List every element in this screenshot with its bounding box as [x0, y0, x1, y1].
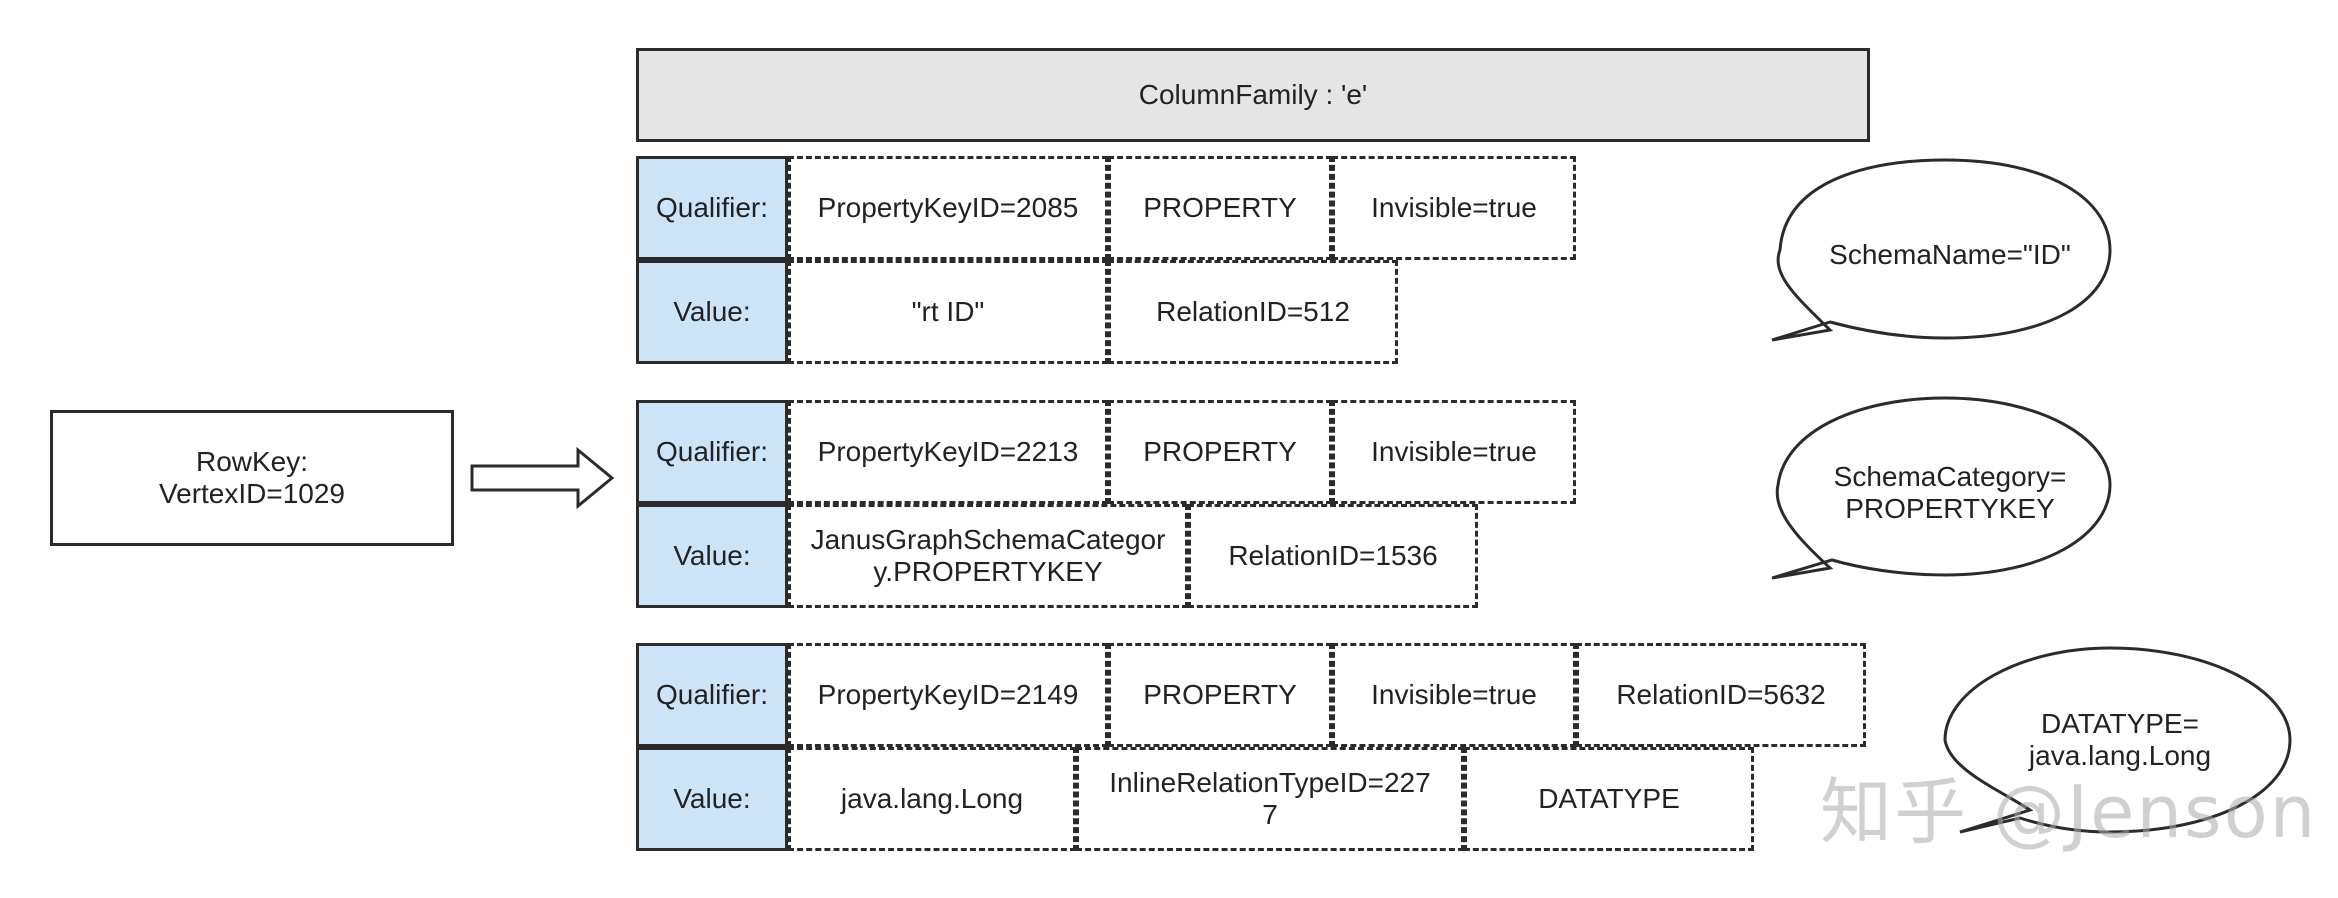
watermark: 知乎 @Jenson [1820, 770, 2318, 854]
qualifier-cell-3-1: PropertyKeyID=2149 [788, 643, 1108, 747]
value-label-1-text: Value: [673, 296, 751, 327]
qualifier-cell-2-3-text: Invisible=true [1371, 436, 1537, 467]
qualifier-cell-1-3-text: Invisible=true [1371, 192, 1537, 223]
value-cell-1-1: "rt ID" [788, 260, 1108, 364]
value-cell-2-1-text: JanusGraphSchemaCategor y.PROPERTYKEY [810, 524, 1166, 587]
qualifier-cell-2-1-text: PropertyKeyID=2213 [817, 436, 1079, 467]
value-cell-3-3: DATATYPE [1464, 747, 1754, 851]
qualifier-cell-3-2-text: PROPERTY [1143, 679, 1297, 710]
value-label-1: Value: [636, 260, 788, 364]
qualifier-label-3-text: Qualifier: [655, 679, 769, 710]
qualifier-cell-2-3: Invisible=true [1332, 400, 1576, 504]
qualifier-label-2-text: Qualifier: [655, 436, 769, 467]
qualifier-cell-3-1-text: PropertyKeyID=2149 [817, 679, 1079, 710]
qualifier-cell-3-3-text: Invisible=true [1371, 679, 1537, 710]
qualifier-label-3: Qualifier: [636, 643, 788, 747]
qualifier-cell-3-3: Invisible=true [1332, 643, 1576, 747]
value-cell-2-1: JanusGraphSchemaCategor y.PROPERTYKEY [788, 504, 1188, 608]
value-label-2-text: Value: [673, 540, 751, 571]
speech-bubble-2 [1771, 396, 2112, 580]
speech-bubble-1 [1771, 158, 2112, 342]
value-cell-3-2-text: InlineRelationTypeID=227 7 [1109, 767, 1431, 830]
qualifier-cell-1-2-text: PROPERTY [1143, 192, 1297, 223]
value-cell-2-2: RelationID=1536 [1188, 504, 1478, 608]
value-label-3-text: Value: [673, 783, 751, 814]
value-cell-3-3-text: DATATYPE [1538, 783, 1680, 814]
value-cell-2-2-text: RelationID=1536 [1228, 540, 1438, 571]
qualifier-cell-1-3: Invisible=true [1332, 156, 1576, 260]
qualifier-cell-3-4: RelationID=5632 [1576, 643, 1866, 747]
rowkey-box: RowKey: VertexID=1029 [50, 410, 454, 546]
value-label-3: Value: [636, 747, 788, 851]
qualifier-cell-2-2-text: PROPERTY [1143, 436, 1297, 467]
rowkey-label: RowKey: [195, 446, 309, 477]
bubble-text-3: DATATYPE= java.lang.Long [2028, 708, 2212, 771]
speech-bubble-3 [1943, 646, 2292, 834]
value-label-2: Value: [636, 504, 788, 608]
value-cell-3-1: java.lang.Long [788, 747, 1076, 851]
value-cell-3-1-text: java.lang.Long [840, 783, 1024, 814]
column-family-label: ColumnFamily : 'e' [1138, 79, 1368, 110]
value-cell-1-2: RelationID=512 [1108, 260, 1398, 364]
value-cell-1-2-text: RelationID=512 [1156, 296, 1350, 327]
qualifier-label-1: Qualifier: [636, 156, 788, 260]
qualifier-cell-3-2: PROPERTY [1108, 643, 1332, 747]
qualifier-cell-2-1: PropertyKeyID=2213 [788, 400, 1108, 504]
qualifier-cell-1-1: PropertyKeyID=2085 [788, 156, 1108, 260]
qualifier-label-2: Qualifier: [636, 400, 788, 504]
value-cell-3-2: InlineRelationTypeID=227 7 [1076, 747, 1464, 851]
qualifier-cell-1-1-text: PropertyKeyID=2085 [817, 192, 1079, 223]
qualifier-cell-1-2: PROPERTY [1108, 156, 1332, 260]
qualifier-label-1-text: Qualifier: [655, 192, 769, 223]
qualifier-cell-2-2: PROPERTY [1108, 400, 1332, 504]
column-family-header: ColumnFamily : 'e' [636, 48, 1870, 142]
rowkey-arrow [470, 446, 615, 510]
qualifier-cell-3-4-text: RelationID=5632 [1616, 679, 1826, 710]
bubble-text-1: SchemaName="ID" [1829, 239, 2071, 270]
bubble-text-2: SchemaCategory= PROPERTYKEY [1833, 461, 2067, 524]
value-cell-1-1-text: "rt ID" [911, 296, 985, 327]
rowkey-vertex-id: VertexID=1029 [158, 478, 346, 509]
